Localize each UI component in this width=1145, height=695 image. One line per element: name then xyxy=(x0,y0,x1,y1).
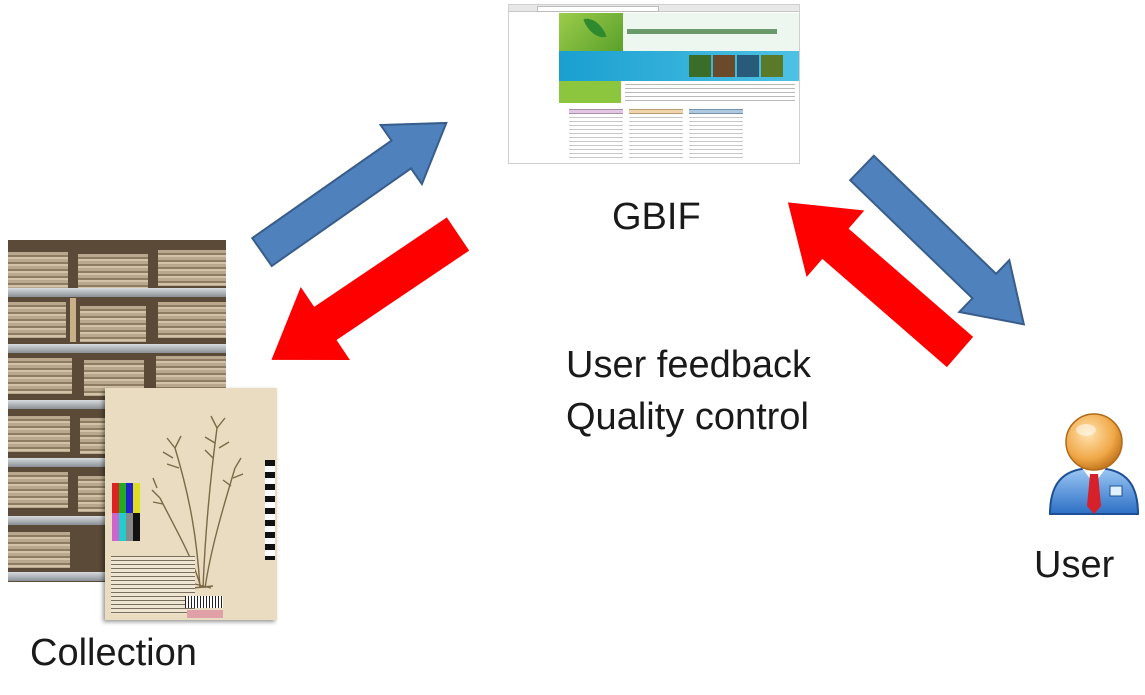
specimen-tag xyxy=(187,610,223,618)
explore-datasets-column xyxy=(689,109,743,161)
collection-to-gbif-arrow xyxy=(250,121,448,268)
gbif-banner xyxy=(559,51,799,81)
scale-ruler xyxy=(265,460,275,560)
color-calibration-card xyxy=(112,513,140,541)
feedback-line-1: User feedback xyxy=(566,344,812,386)
feedback-line-2: Quality control xyxy=(566,396,809,438)
user-label: User xyxy=(1034,544,1115,586)
grass-specimen-drawing xyxy=(151,415,244,589)
gbif-welcome-text xyxy=(625,84,795,102)
gbif-nav-bar xyxy=(627,29,777,34)
barcode xyxy=(185,596,223,608)
explore-countries-column xyxy=(629,109,683,161)
collection-label: Collection xyxy=(30,632,197,674)
specimen-label xyxy=(111,556,195,614)
gbif-to-user-arrow xyxy=(848,154,1026,326)
user-icon xyxy=(1048,413,1140,515)
banner-photo xyxy=(761,55,783,77)
browser-toolbar xyxy=(509,5,799,12)
user-to-gbif-arrow xyxy=(787,202,974,368)
explore-species-column xyxy=(569,109,623,161)
gbif-portal-screenshot xyxy=(508,4,800,164)
banner-photo xyxy=(713,55,735,77)
gbif-label: GBIF xyxy=(612,196,701,238)
gbif-search-panel xyxy=(559,81,621,103)
herbarium-specimen-sheet xyxy=(105,388,277,620)
banner-photo xyxy=(689,55,711,77)
browser-address-bar xyxy=(537,6,659,12)
banner-photo xyxy=(737,55,759,77)
gbif-to-collection-arrow xyxy=(271,217,470,360)
